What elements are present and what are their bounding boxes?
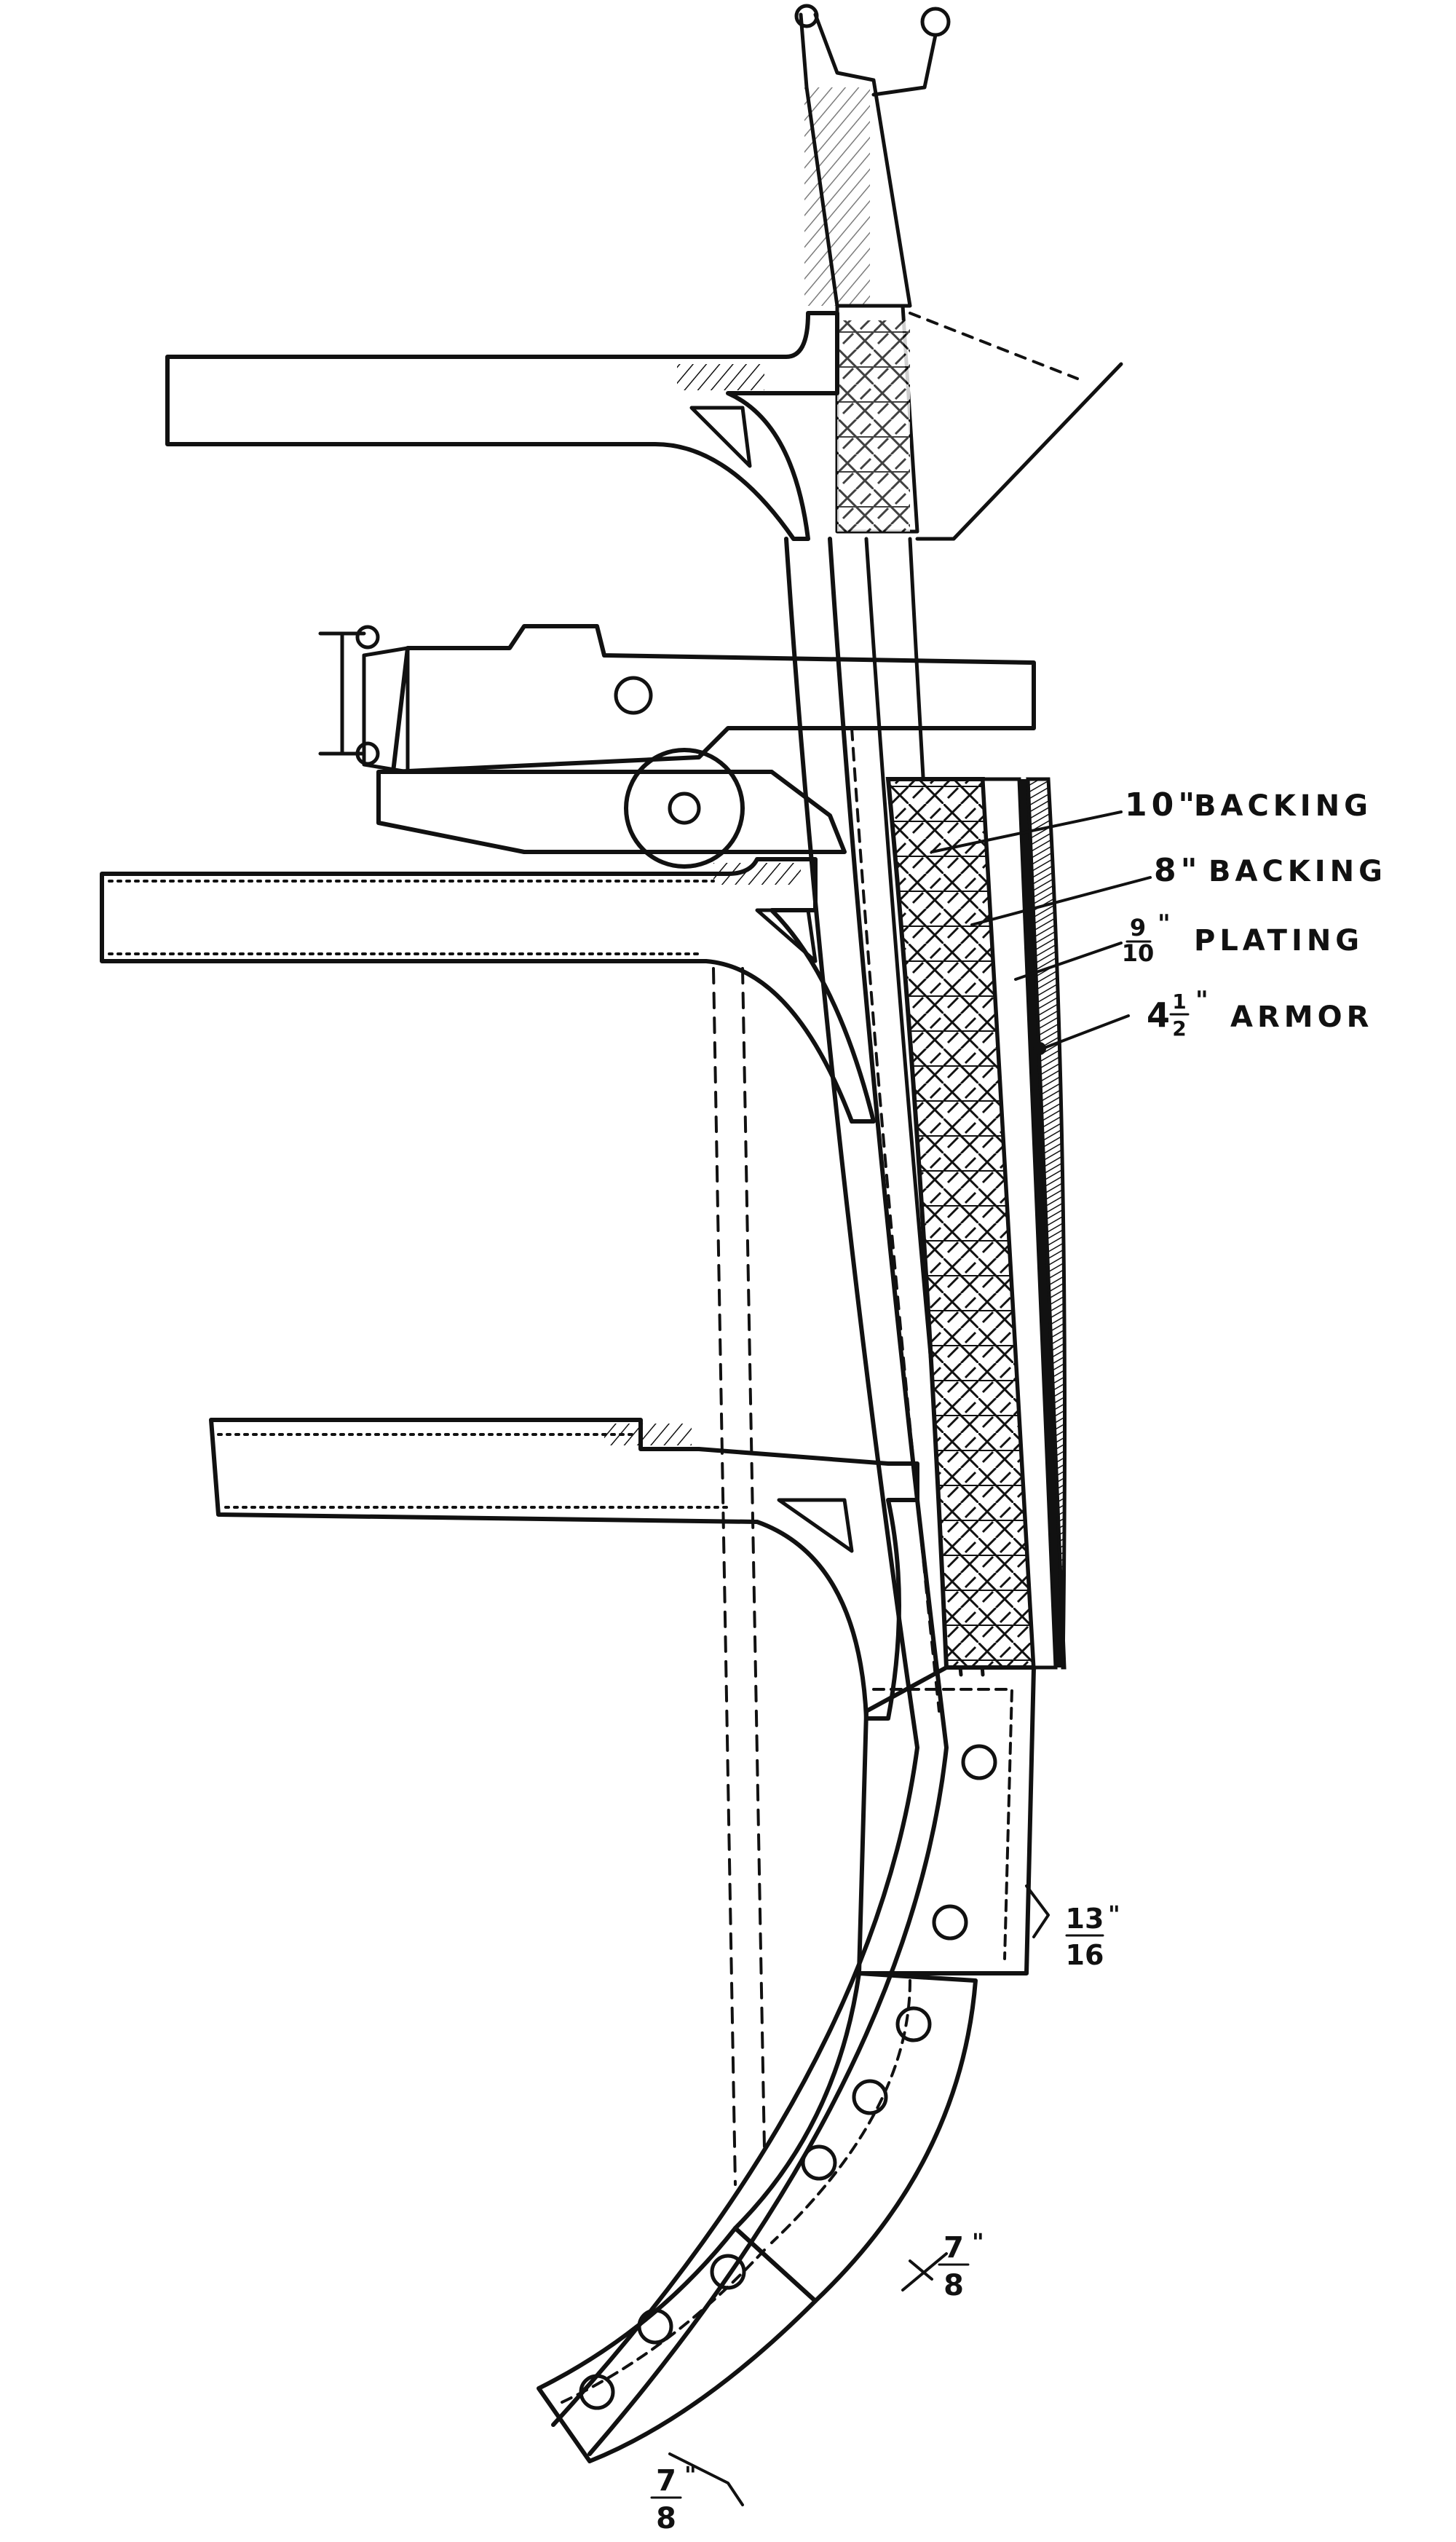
- hold-pillar: [712, 967, 766, 2186]
- fraction-7-8-mid-denominator: 8: [943, 2269, 964, 2302]
- fraction-7-8-bottom: 7 8 ": [650, 2461, 697, 2535]
- plating-denominator: 10: [1122, 939, 1155, 967]
- lower-deck-knee: [777, 1498, 854, 1553]
- leader-lines: [668, 810, 1152, 2506]
- fraction-13-16-mark: ": [1108, 1900, 1120, 1928]
- plating-layer: [1019, 779, 1064, 1667]
- label-10-in-backing: 10" BACKING: [1125, 786, 1372, 824]
- fraction-13-16-numerator: 13: [1066, 1903, 1104, 1935]
- armor-denominator: 2: [1172, 1017, 1186, 1041]
- stanchion-knob-left: [794, 4, 819, 28]
- top-post-hatching: [804, 87, 870, 306]
- trunnion: [614, 676, 653, 715]
- fraction-7-8-mid: 7 8 ": [938, 2228, 984, 2302]
- plating-word: PLATING: [1194, 924, 1364, 958]
- fraction-13-16: 13 16 ": [1065, 1900, 1120, 1971]
- lower-deck: [209, 1418, 919, 1721]
- label-8-in-backing: 8" BACKING: [1154, 852, 1387, 889]
- gun-deck-knee: [755, 908, 818, 963]
- label-8-in-backing-size: 8": [1154, 852, 1202, 889]
- fraction-13-16-denominator: 16: [1066, 1939, 1104, 1971]
- upper-backing-blocks: [837, 320, 910, 532]
- gun-barrel: [391, 624, 1036, 774]
- fraction-7-8-bottom-mark: ": [684, 2461, 697, 2489]
- fraction-7-8-mid-mark: ": [972, 2228, 984, 2256]
- gun-carriage: [376, 770, 847, 854]
- label-8-in-backing-word: BACKING: [1208, 855, 1387, 888]
- armor-inch-mark: ": [1195, 986, 1208, 1015]
- lower-deck-planking: [604, 1424, 692, 1445]
- bilge-plates: [537, 1665, 1036, 2463]
- carriage-axle: [668, 792, 701, 825]
- label-10-in-backing-size: 10": [1125, 786, 1199, 824]
- gun-and-carriage: [318, 624, 1036, 869]
- upper-deck-knee: [689, 406, 752, 468]
- plating-numerator: 9: [1130, 914, 1146, 942]
- armor-numerator: 1: [1172, 990, 1186, 1014]
- armor-bolt: [1033, 1042, 1046, 1055]
- gun-deck: [100, 857, 876, 1124]
- label-armor: 4 1 2 " ARMOR: [1147, 986, 1373, 1041]
- stanchion-knob-right: [920, 7, 951, 37]
- armor-belt: [885, 777, 1067, 1670]
- upper-deck: [165, 311, 839, 541]
- fraction-7-8-bottom-numerator: 7: [656, 2464, 676, 2498]
- armor-word: ARMOR: [1230, 1000, 1373, 1034]
- top-rail-post: [794, 4, 1123, 541]
- upper-deck-planking: [677, 364, 764, 390]
- label-plating: 9 10 " PLATING: [1122, 909, 1364, 967]
- gun-deck-planking: [713, 863, 801, 885]
- armor-whole: 4: [1147, 995, 1170, 1035]
- fraction-7-8-mid-numerator: 7: [943, 2231, 964, 2265]
- plating-inch-mark: ": [1158, 909, 1171, 939]
- label-10-in-backing-word: BACKING: [1194, 789, 1372, 823]
- breech-knob-top: [355, 625, 380, 650]
- carriage-wheel: [624, 748, 745, 869]
- fraction-7-8-bottom-denominator: 8: [656, 2502, 676, 2535]
- lightening-holes: [579, 1744, 997, 2410]
